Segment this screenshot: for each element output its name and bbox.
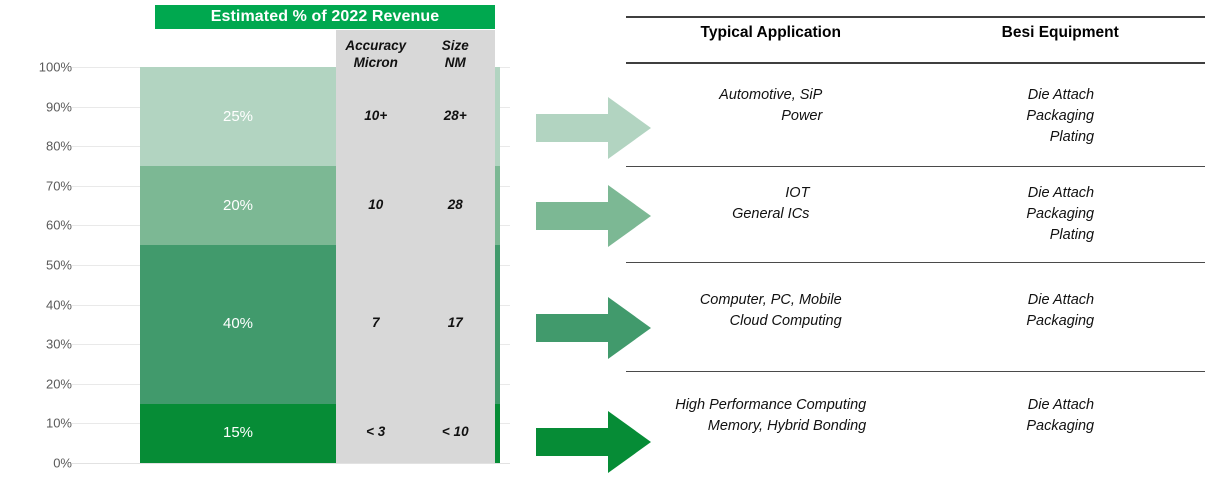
table-header-row: Typical Application Besi Equipment — [626, 24, 1205, 42]
spec-row-3-size: 17 — [447, 315, 463, 331]
spec-overlay-panel: Accuracy Micron Size NM 10+ 28+ 10 28 7 17 < 3… — [336, 30, 495, 463]
table-cell-application-1-line-2: Power — [781, 108, 823, 125]
table-cell-equipment-3-line-2: Packaging — [1026, 313, 1095, 330]
y-tick-label-100: 100% — [38, 59, 72, 75]
table-cell-application-2-line-1: IOT — [785, 185, 810, 201]
y-tick-label-40: 40% — [45, 297, 72, 313]
spec-row-3-accuracy: 7 — [371, 315, 380, 331]
spec-col-size-line1: Size — [441, 38, 469, 53]
table-cell-application-3-line-2: Cloud Computing — [729, 313, 842, 330]
y-tick-label-30: 30% — [45, 336, 72, 352]
table-cell-equipment-4-line-1: Die Attach — [1027, 397, 1095, 413]
spec-col-size: Size NM — [416, 38, 496, 72]
table-header-besi-equipment: Besi Equipment — [1001, 24, 1119, 41]
arrow-tier-4 — [536, 411, 651, 473]
spec-row-1: 10+ 28+ — [336, 108, 495, 123]
table-cell-equipment-2-line-3: Plating — [1049, 227, 1095, 244]
chart-y-axis: 100% 90% 80% 70% 60% 50% 40% 30% 20% 10% 0% — [0, 0, 140, 478]
spec-row-1-accuracy: 10+ — [364, 107, 388, 123]
table-cell-application-1-line-1: Automotive, SiP — [719, 87, 823, 103]
spec-row-3: 7 17 — [336, 315, 495, 330]
y-tick-label-80: 80% — [45, 138, 72, 154]
table-cell-application-4-line-2: Memory, Hybrid Bonding — [707, 418, 867, 435]
chart-title-banner: Estimated % of 2022 Revenue — [155, 5, 495, 29]
table-rule-top — [626, 16, 1205, 18]
spec-row-4-accuracy: < 3 — [366, 424, 386, 440]
spec-row-4-size: < 10 — [441, 424, 469, 440]
bar-segment-label-4: 15% — [222, 424, 254, 442]
table-cell-application-2-line-2: General ICs — [732, 206, 810, 223]
y-tick-label-70: 70% — [45, 178, 72, 194]
table-cell-application-3-line-1: Computer, PC, Mobile — [699, 292, 842, 308]
table-cell-equipment-1-line-1: Die Attach — [1027, 87, 1095, 103]
table-cell-equipment-2-line-2: Packaging — [1026, 206, 1095, 223]
spec-row-4: < 3 < 10 — [336, 424, 495, 439]
spec-row-2-size: 28 — [447, 196, 463, 212]
table-rule-2 — [626, 262, 1205, 263]
application-equipment-table: Typical Application Besi Equipment Autom… — [626, 0, 1205, 478]
table-cell-application-4-line-1: High Performance Computing — [675, 397, 867, 413]
spec-row-1-size: 28+ — [443, 107, 467, 123]
y-tick-label-20: 20% — [45, 376, 72, 392]
y-tick-label-10: 10% — [45, 415, 72, 431]
table-header-typical-application: Typical Application — [700, 24, 841, 41]
table-cell-equipment-3-line-1: Die Attach — [1027, 292, 1095, 308]
spec-col-size-line2: NM — [444, 54, 466, 70]
table-rule-3 — [626, 371, 1205, 372]
bar-segment-label-1: 25% — [222, 107, 254, 125]
table-rule-header — [626, 62, 1205, 64]
spec-col-accuracy-line1: Accuracy — [345, 38, 407, 53]
bar-segment-label-2: 20% — [222, 196, 254, 214]
y-tick-label-0: 0% — [53, 455, 72, 471]
table-rule-1 — [626, 166, 1205, 167]
table-cell-equipment-1-line-3: Plating — [1049, 129, 1095, 146]
table-cell-application-1-lines: Automotive, SiP Power — [719, 85, 822, 127]
table-cell-equipment-4-line-2: Packaging — [1026, 418, 1095, 435]
gridline-0 — [72, 463, 510, 464]
table-cell-equipment-2-line-1: Die Attach — [1027, 185, 1095, 201]
spec-row-2-accuracy: 10 — [368, 196, 384, 212]
table-cell-application-1: Automotive, SiP Power — [626, 85, 916, 148]
table-cell-application-2: IOT General ICs — [626, 183, 916, 246]
spec-panel-header: Accuracy Micron Size NM — [336, 38, 495, 72]
y-tick-label-60: 60% — [45, 217, 72, 233]
y-tick-label-90: 90% — [45, 99, 72, 115]
arrow-tier-1 — [536, 97, 651, 159]
arrow-tier-3 — [536, 297, 651, 359]
y-tick-label-50: 50% — [45, 257, 72, 273]
spec-row-2: 10 28 — [336, 197, 495, 212]
bar-segment-label-3: 40% — [222, 315, 254, 333]
spec-col-accuracy: Accuracy Micron — [336, 38, 416, 72]
table-cell-equipment-1-line-2: Packaging — [1026, 108, 1095, 125]
spec-col-accuracy-line2: Micron — [353, 54, 398, 70]
table-cell-application-2-lines: IOT General ICs — [732, 183, 809, 225]
arrow-tier-2 — [536, 185, 651, 247]
